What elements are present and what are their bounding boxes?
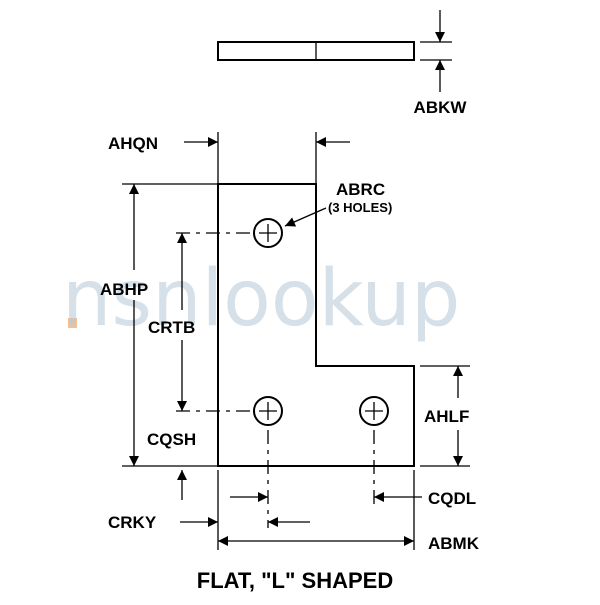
hole-top bbox=[253, 218, 283, 248]
hole-bottom-left bbox=[253, 396, 283, 426]
watermark-dot bbox=[68, 318, 77, 328]
hole-bottom-left-circle bbox=[253, 396, 283, 426]
label-abrc: ABRC bbox=[336, 180, 385, 199]
watermark: nsnlookup bbox=[62, 254, 460, 344]
hole-bottom-right bbox=[359, 396, 389, 426]
label-crtb: CRTB bbox=[148, 318, 195, 337]
side-view bbox=[217, 10, 452, 92]
label-abkw: ABKW bbox=[414, 98, 468, 117]
label-cqsh: CQSH bbox=[147, 430, 196, 449]
label-ahlf: AHLF bbox=[424, 407, 469, 426]
label-cqdl: CQDL bbox=[428, 489, 476, 508]
label-abrc-note: (3 HOLES) bbox=[328, 200, 392, 215]
abrc-leader bbox=[284, 207, 327, 227]
hole-bottom-right-circle bbox=[359, 396, 389, 426]
watermark-text: nsnlookup bbox=[62, 254, 460, 344]
label-crky: CRKY bbox=[108, 513, 157, 532]
label-abmk: ABMK bbox=[428, 534, 480, 553]
label-ahqn: AHQN bbox=[108, 134, 158, 153]
label-abhp: ABHP bbox=[100, 280, 148, 299]
diagram-title: FLAT, "L" SHAPED bbox=[197, 568, 393, 593]
hole-top-circle bbox=[253, 218, 283, 248]
